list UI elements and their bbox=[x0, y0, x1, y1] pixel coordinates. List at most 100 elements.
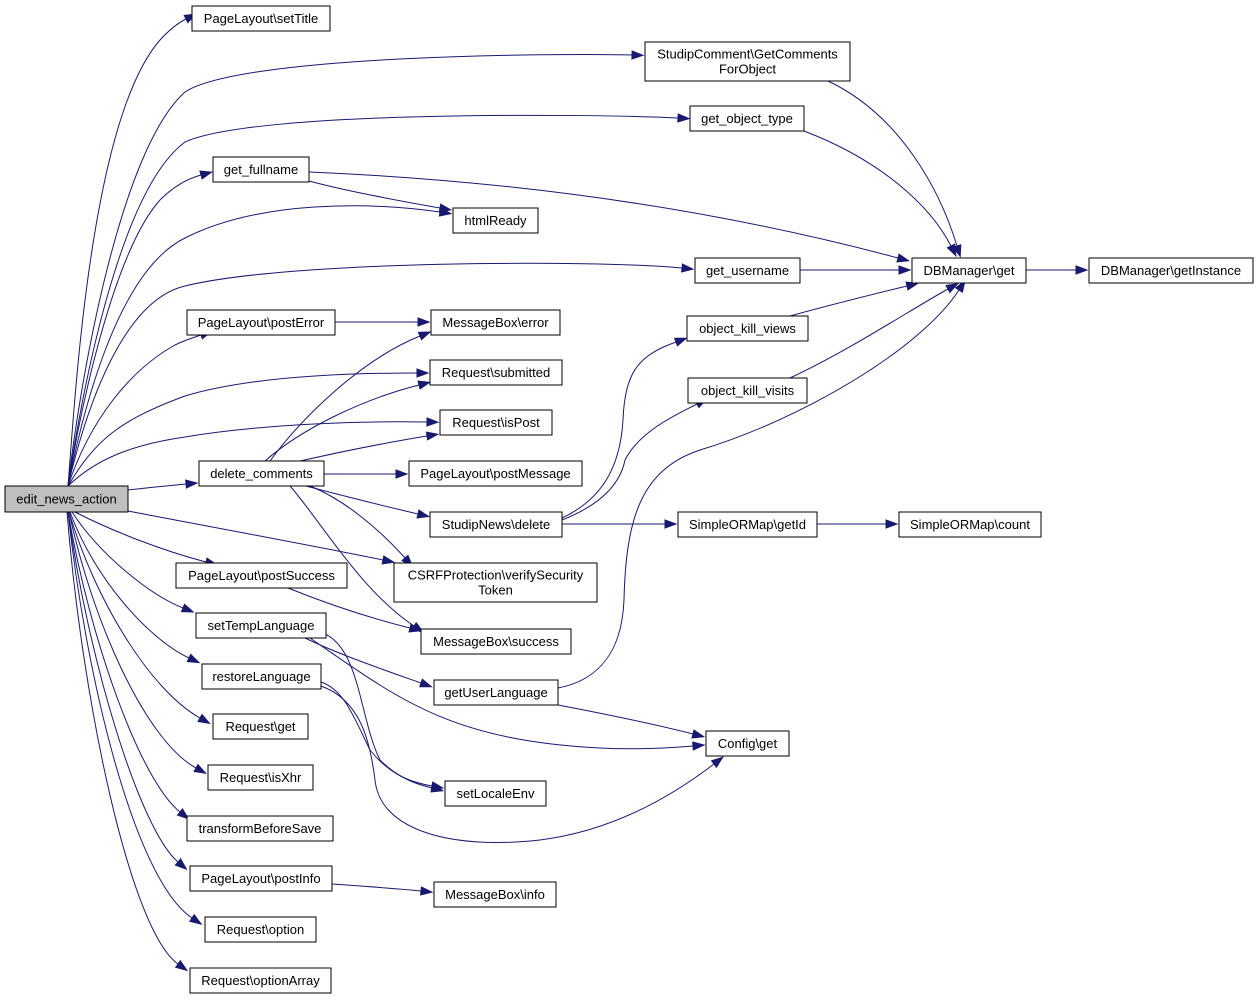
edge-get_object_type-to-DBManager_get bbox=[803, 130, 957, 258]
node-box bbox=[898, 511, 1042, 538]
edge-line bbox=[67, 511, 193, 919]
node-label: ForObject bbox=[719, 62, 776, 77]
edge-line bbox=[561, 341, 677, 519]
node-optionArray[interactable]: Request\optionArray bbox=[189, 967, 332, 994]
edge-line bbox=[827, 80, 958, 247]
arrowhead-icon bbox=[673, 337, 688, 347]
arrowhead-icon bbox=[438, 203, 453, 213]
node-count[interactable]: SimpleORMap\count bbox=[898, 511, 1042, 538]
node-transformBeforeSave[interactable]: transformBeforeSave bbox=[186, 815, 334, 842]
node-box bbox=[686, 315, 809, 342]
node-mb_success[interactable]: MessageBox\success bbox=[420, 628, 572, 655]
node-label: edit_news_action bbox=[16, 492, 116, 507]
node-label: object_kill_views bbox=[699, 321, 796, 336]
node-getInstance[interactable]: DBManager\getInstance bbox=[1088, 257, 1254, 284]
node-isPost[interactable]: Request\isPost bbox=[439, 409, 553, 436]
node-label: Request\optionArray bbox=[201, 973, 320, 988]
node-htmlReady[interactable]: htmlReady bbox=[452, 207, 539, 234]
edge-setTempLanguage-to-getUserLanguage bbox=[304, 637, 433, 688]
edge-edit_news_action-to-delete_comments bbox=[127, 479, 199, 491]
edge-edit_news_action-to-postSuccess bbox=[74, 511, 219, 567]
edge-line bbox=[66, 511, 179, 965]
edge-delete_comments-to-news_delete bbox=[305, 485, 431, 519]
node-label: MessageBox\success bbox=[433, 634, 559, 649]
node-box bbox=[430, 309, 561, 336]
edge-line bbox=[299, 435, 428, 462]
node-label: delete_comments bbox=[210, 466, 313, 481]
node-box bbox=[420, 628, 572, 655]
edge-edit_news_action-to-postInfo bbox=[67, 511, 188, 871]
node-DBManager_get[interactable]: DBManager\get bbox=[911, 257, 1027, 284]
edge-line bbox=[264, 384, 420, 462]
node-box bbox=[694, 257, 801, 284]
node-setTempLanguage[interactable]: setTempLanguage bbox=[195, 612, 327, 639]
node-box bbox=[201, 663, 322, 690]
node-box bbox=[433, 679, 559, 706]
node-label: MessageBox\error bbox=[442, 315, 549, 330]
node-edit_news_action[interactable]: edit_news_action bbox=[4, 485, 129, 513]
node-box bbox=[212, 156, 310, 183]
edge-edit_news_action-to-get_object_type bbox=[67, 113, 691, 487]
edge-line bbox=[67, 18, 187, 487]
node-label: Request\isXhr bbox=[220, 770, 302, 785]
node-get_username[interactable]: get_username bbox=[694, 257, 801, 284]
node-postSuccess[interactable]: PageLayout\postSuccess bbox=[175, 562, 348, 589]
arrowhead-icon bbox=[417, 331, 432, 341]
node-postMessage[interactable]: PageLayout\postMessage bbox=[408, 460, 583, 487]
arrowhead-icon bbox=[395, 469, 409, 479]
node-object_kill_visits[interactable]: object_kill_visits bbox=[687, 377, 808, 404]
node-option[interactable]: Request\option bbox=[204, 916, 317, 943]
edge-postInfo-to-mb_info bbox=[331, 883, 434, 896]
edge-line bbox=[74, 511, 207, 563]
node-label: PageLayout\postError bbox=[198, 315, 325, 330]
node-mb_info[interactable]: MessageBox\info bbox=[433, 881, 557, 908]
edge-news_delete-to-getId bbox=[562, 519, 678, 529]
node-getId[interactable]: SimpleORMap\getId bbox=[677, 511, 818, 538]
node-postInfo[interactable]: PageLayout\postInfo bbox=[189, 865, 333, 892]
node-get_fullname[interactable]: get_fullname bbox=[212, 156, 310, 183]
node-box bbox=[408, 460, 583, 487]
node-config_get[interactable]: Config\get bbox=[705, 730, 790, 757]
node-setLocaleEnv[interactable]: setLocaleEnv bbox=[444, 780, 547, 807]
edge-line bbox=[67, 205, 441, 487]
node-restoreLanguage[interactable]: restoreLanguage bbox=[201, 663, 322, 690]
node-isXhr[interactable]: Request\isXhr bbox=[207, 764, 314, 791]
edge-line bbox=[67, 372, 418, 487]
node-getUserLanguage[interactable]: getUserLanguage bbox=[433, 679, 559, 706]
edge-line bbox=[127, 510, 384, 561]
node-submitted[interactable]: Request\submitted bbox=[429, 359, 563, 386]
node-box bbox=[195, 612, 327, 639]
edge-edit_news_action-to-GetComments bbox=[67, 50, 645, 487]
node-postError[interactable]: PageLayout\postError bbox=[186, 309, 336, 336]
edge-line bbox=[557, 289, 960, 689]
edge-edit_news_action-to-postError bbox=[67, 330, 213, 487]
edge-news_delete-to-object_kill_visits bbox=[561, 398, 708, 521]
node-req_get[interactable]: Request\get bbox=[212, 713, 309, 740]
node-object_kill_views[interactable]: object_kill_views bbox=[686, 315, 809, 342]
node-label: PageLayout\postSuccess bbox=[188, 568, 335, 583]
node-delete_comments[interactable]: delete_comments bbox=[198, 460, 325, 487]
arrowhead-icon bbox=[1075, 265, 1089, 275]
arrowhead-icon bbox=[180, 603, 195, 613]
edge-edit_news_action-to-get_username bbox=[67, 262, 695, 487]
node-box bbox=[444, 780, 547, 807]
arrowhead-icon bbox=[416, 368, 430, 378]
edge-setTempLanguage-to-config_get bbox=[309, 637, 706, 751]
node-label: restoreLanguage bbox=[212, 669, 310, 684]
edge-line bbox=[308, 171, 899, 259]
node-news_delete[interactable]: StudipNews\delete bbox=[429, 511, 563, 538]
edge-line bbox=[324, 633, 433, 789]
node-box bbox=[433, 881, 557, 908]
node-box bbox=[429, 511, 563, 538]
arrowhead-icon bbox=[426, 417, 440, 427]
node-label: Config\get bbox=[718, 736, 778, 751]
node-setTitle[interactable]: PageLayout\setTitle bbox=[191, 5, 331, 32]
edge-edit_news_action-to-setTempLanguage bbox=[71, 511, 195, 613]
node-get_object_type[interactable]: get_object_type bbox=[689, 105, 805, 132]
node-label: get_fullname bbox=[224, 162, 298, 177]
edge-line bbox=[305, 485, 419, 515]
edge-line bbox=[71, 511, 184, 609]
node-mb_error[interactable]: MessageBox\error bbox=[430, 309, 561, 336]
